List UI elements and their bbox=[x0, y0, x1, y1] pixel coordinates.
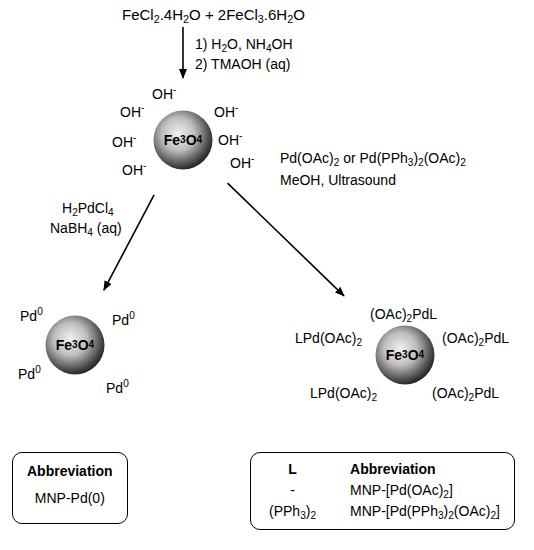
particle-label: Fe3O4 bbox=[45, 315, 105, 375]
reagent-or-group-label: Pd0 bbox=[106, 380, 129, 397]
reagent-or-group-label: Pd(OAc)2 or Pd(PPh3)2(OAc)2 bbox=[280, 150, 466, 167]
sphere-shape bbox=[375, 325, 435, 385]
table-cell: Abbreviation bbox=[350, 461, 500, 478]
table-cell: MNP-[Pd(OAc)2] bbox=[350, 482, 500, 499]
particle-label: Fe3O4 bbox=[153, 110, 213, 170]
table-cell: L bbox=[269, 461, 316, 478]
reactant-formula: FeCl2.4H2O + 2FeCl3.6H2O bbox=[122, 6, 305, 24]
nanoparticle-sphere: Fe3O4 bbox=[375, 325, 435, 385]
box-text: Abbreviation bbox=[27, 463, 113, 480]
nanoparticle-sphere: Fe3O4 bbox=[45, 315, 105, 375]
sphere-shape bbox=[45, 315, 105, 375]
reagent-or-group-label: OH- bbox=[120, 104, 144, 121]
reaction-arrow bbox=[228, 183, 344, 296]
particle-label: Fe3O4 bbox=[375, 325, 435, 385]
reagent-or-group-label: (OAc)2PdL bbox=[370, 306, 437, 323]
reactant-text: FeCl2.4H2O + 2FeCl3.6H2O bbox=[122, 6, 305, 24]
reagent-or-group-label: Pd0 bbox=[18, 366, 41, 383]
reagent-or-group-label: NaBH4 (aq) bbox=[50, 220, 122, 237]
reagent-or-group-label: OH- bbox=[152, 86, 176, 103]
abbreviation-box: AbbreviationMNP-Pd(0) bbox=[12, 452, 128, 524]
table-cell: MNP-[Pd(PPh3)2(OAc)2] bbox=[350, 503, 500, 520]
table-cell: - bbox=[269, 482, 316, 499]
reagent-or-group-label: LPd(OAc)2 bbox=[295, 330, 362, 347]
reagent-or-group-label: H2PdCl4 bbox=[62, 200, 114, 217]
reagent-or-group-label: OH- bbox=[214, 104, 238, 121]
reagent-or-group-label: (OAc)2PdL bbox=[442, 330, 509, 347]
reagent-or-group-label: 1) H2O, NH4OH bbox=[195, 36, 293, 53]
reagent-or-group-label: MeOH, Ultrasound bbox=[280, 172, 396, 189]
box-text: MNP-Pd(0) bbox=[35, 490, 105, 507]
reaction-arrow bbox=[104, 195, 154, 290]
abbreviation-box: L Abbreviation - MNP-[Pd(OAc)2] (PPh3)2 MNP-[… bbox=[250, 452, 515, 530]
table-cell: (PPh3)2 bbox=[269, 503, 316, 520]
reagent-or-group-label: OH- bbox=[122, 162, 146, 179]
reagent-or-group-label: Pd0 bbox=[20, 308, 43, 325]
sphere-shape bbox=[153, 110, 213, 170]
reagent-or-group-label: OH- bbox=[112, 134, 136, 151]
reagent-or-group-label: (OAc)2PdL bbox=[432, 385, 499, 402]
reagent-or-group-label: 2) TMAOH (aq) bbox=[195, 56, 290, 73]
reagent-or-group-label: LPd(OAc)2 bbox=[310, 385, 377, 402]
reagent-or-group-label: OH- bbox=[218, 132, 242, 149]
nanoparticle-sphere: Fe3O4 bbox=[153, 110, 213, 170]
reaction-arrow bbox=[182, 27, 184, 78]
reagent-or-group-label: Pd0 bbox=[112, 312, 135, 329]
reagent-or-group-label: OH- bbox=[230, 155, 254, 172]
